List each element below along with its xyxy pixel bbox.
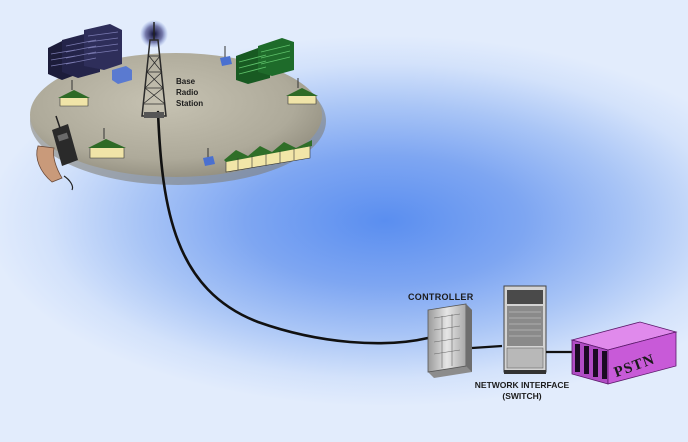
controller-cabinet-icon	[427, 303, 472, 378]
base-radio-station-label-line3: Station	[176, 99, 204, 108]
office-buildings-icon	[48, 24, 132, 84]
house-cluster-center	[88, 128, 126, 159]
pstn-exchange-icon	[570, 321, 678, 385]
house-cluster-left	[58, 80, 90, 107]
controller-switch-link	[471, 344, 503, 350]
base-radio-station-label-line1: Base	[176, 77, 196, 86]
radio-tower-icon	[140, 20, 168, 118]
base-radio-station-label: Base Radio Station	[176, 76, 203, 109]
switch-cabinet-icon	[503, 285, 547, 374]
house-row-icon	[224, 140, 312, 173]
small-antenna-icon	[203, 148, 215, 166]
network-interface-label: NETWORK INTERFACE (SWITCH)	[452, 380, 592, 402]
network-interface-label-line2: (SWITCH)	[502, 391, 542, 401]
house-cluster-right	[286, 78, 318, 105]
radio-link-cable	[156, 110, 430, 345]
base-radio-station-label-line2: Radio	[176, 88, 199, 97]
network-interface-label-line1: NETWORK INTERFACE	[474, 380, 570, 390]
controller-label: CONTROLLER	[408, 292, 474, 302]
green-buildings-icon	[220, 38, 294, 84]
handheld-radio-icon	[36, 115, 78, 191]
